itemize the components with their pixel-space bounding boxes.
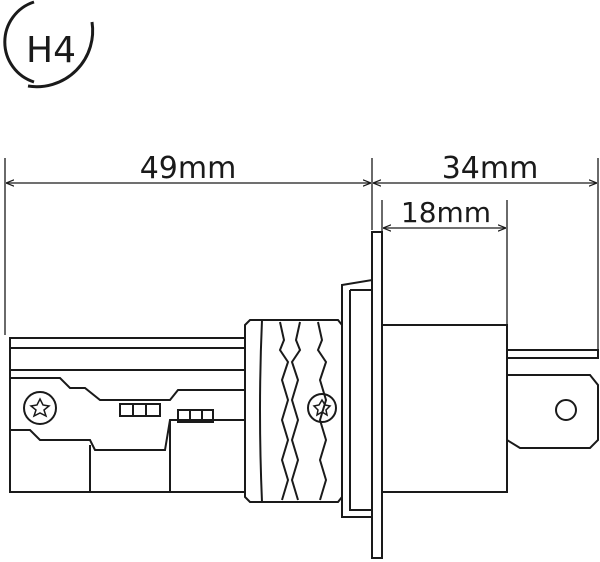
total-length-label: 49mm [140, 151, 237, 186]
dimension-base-length: 34mm [373, 151, 599, 350]
led-head [9, 337, 246, 493]
terminal-hole-icon [555, 399, 577, 421]
led-chip-icon [177, 409, 214, 423]
screw-icon [23, 391, 57, 425]
h4-badge: H4 [3, 0, 95, 89]
dimension-total-length: 49mm [4, 151, 373, 335]
mounting-flange [341, 231, 383, 559]
bulb-drawing [9, 231, 599, 559]
screw-icon [307, 393, 337, 423]
badge-label: H4 [26, 30, 76, 71]
heatsink-housing [244, 319, 343, 503]
base-length-label: 34mm [442, 151, 539, 186]
badge-arc-left-icon [3, 0, 35, 84]
badge-arc-right-icon [27, 21, 95, 89]
connector-terminal [506, 349, 599, 449]
dimension-collar-length: 18mm [381, 196, 508, 325]
collar-length-label: 18mm [401, 196, 491, 229]
bulb-base [382, 324, 508, 493]
led-chip-icon [119, 403, 161, 417]
